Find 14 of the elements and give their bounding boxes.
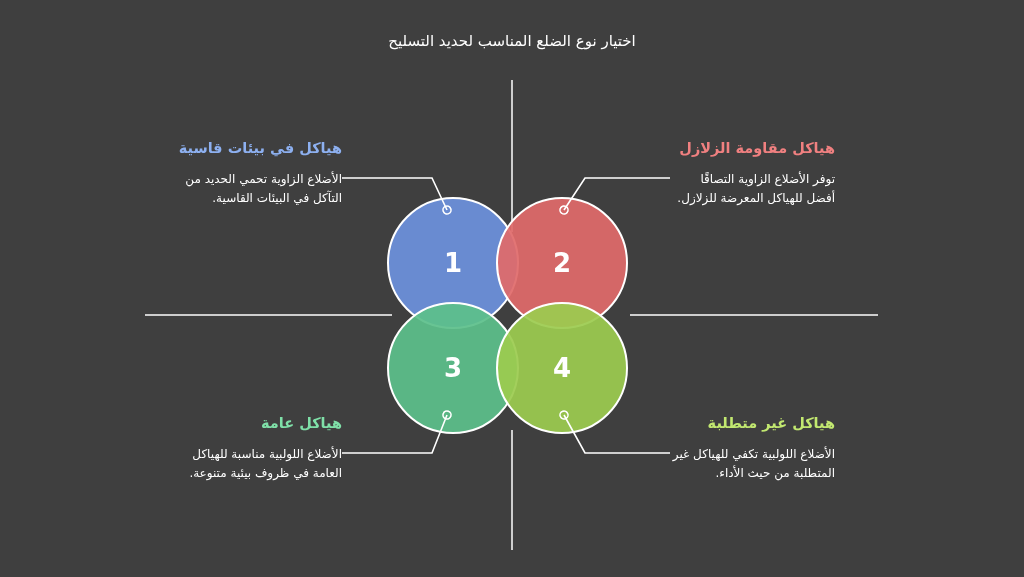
heading: هياكل عامة (260, 415, 342, 431)
leader-line (341, 410, 452, 454)
numbered-circle: 4 (496, 302, 628, 434)
description: توفر الأضلاع الزاوية التصاقًا أفضل للهياكل المعرضة للزلازل. (676, 170, 835, 208)
heading: هياكل في بيئات قاسية (177, 140, 342, 156)
title: اختيار نوع الضلع المناسب لحديد التسليح (387, 32, 637, 50)
leader-line (559, 410, 671, 454)
heading: هياكل مقاومة الزلازل (678, 140, 835, 156)
heading: هياكل غير متطلبة (706, 415, 835, 431)
description: الأضلاع اللولبية مناسبة للهياكل العامة في ظروف بيئية متنوعة. (188, 445, 342, 482)
leader-line (341, 177, 452, 215)
description: الأضلاع اللولبية تكفي للهياكل غير المتطلبة من حيث الأداء. (671, 445, 835, 483)
leader-line (559, 177, 671, 215)
description: الأضلاع الزاوية تحمي الحديد من التآكل في البيئات القاسية. (184, 170, 342, 207)
